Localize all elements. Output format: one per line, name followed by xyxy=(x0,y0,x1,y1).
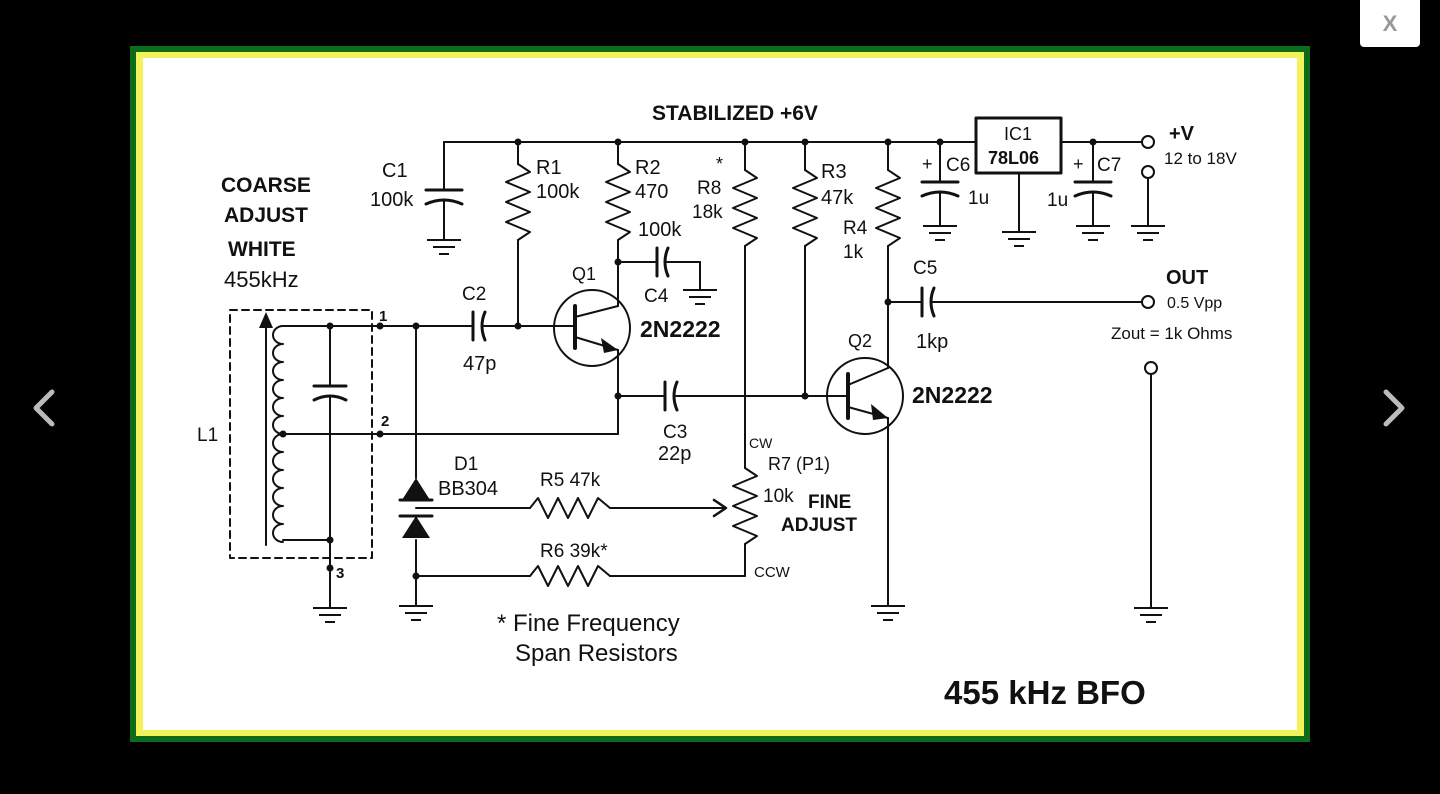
schematic-image: STABILIZED +6V +V 12 to 18V IC1 78L06 CO… xyxy=(130,46,1310,742)
close-button[interactable]: X xyxy=(1360,0,1420,47)
pin-1-label: 1 xyxy=(379,308,387,325)
c5-value: 1kp xyxy=(916,331,948,353)
c3-label: C3 xyxy=(663,422,687,443)
c6-value: 1u xyxy=(968,188,989,209)
c6-plus: + xyxy=(922,154,933,174)
c5-label: C5 xyxy=(913,258,937,279)
r5-label: R5 47k xyxy=(540,470,601,491)
pin-3-label: 3 xyxy=(336,565,344,582)
d1-label: D1 xyxy=(454,454,478,475)
r3-label: R3 xyxy=(821,161,847,183)
q1-part: 2N2222 xyxy=(640,316,721,342)
coarse-label-1: COARSE xyxy=(221,174,311,197)
r2-label: R2 xyxy=(635,157,661,179)
q2-label: Q2 xyxy=(848,331,872,351)
r7-label: R7 (P1) xyxy=(768,454,830,474)
pin-2-label: 2 xyxy=(381,413,389,430)
l1-label: L1 xyxy=(197,425,218,446)
r4-value: 1k xyxy=(843,242,864,263)
vrange-label: 12 to 18V xyxy=(1164,149,1237,168)
c4-value: 100k xyxy=(638,219,682,241)
circuit-schematic: STABILIZED +6V +V 12 to 18V IC1 78L06 CO… xyxy=(130,46,1310,742)
r7-value: 10k xyxy=(763,486,794,507)
schematic-title: 455 kHz BFO xyxy=(944,674,1146,711)
c7-value: 1u xyxy=(1047,190,1068,211)
next-image-button[interactable] xyxy=(1374,380,1414,436)
ic1-part: 78L06 xyxy=(988,148,1039,168)
out-label: OUT xyxy=(1166,267,1208,289)
c1-value: 100k xyxy=(370,189,414,211)
r2-value: 470 xyxy=(635,181,668,203)
prev-image-button[interactable] xyxy=(24,380,64,436)
chevron-left-icon xyxy=(33,389,55,427)
r1-label: R1 xyxy=(536,157,562,179)
r1-value: 100k xyxy=(536,181,580,203)
r6-label: R6 39k* xyxy=(540,541,608,562)
ccw-label: CCW xyxy=(754,564,791,581)
c4-label: C4 xyxy=(644,286,669,307)
footnote-line-2: Span Resistors xyxy=(515,640,678,667)
c3-value: 22p xyxy=(658,443,691,465)
ic1-name: IC1 xyxy=(1004,124,1032,144)
d1-part: BB304 xyxy=(438,478,498,500)
white-label: WHITE xyxy=(228,238,296,261)
freq-label: 455kHz xyxy=(224,267,299,292)
chevron-right-icon xyxy=(1383,389,1405,427)
fine-label-2: ADJUST xyxy=(781,515,857,536)
supply-label: STABILIZED +6V xyxy=(652,102,818,125)
c7-label: C7 xyxy=(1097,155,1121,176)
c2-label: C2 xyxy=(462,284,486,305)
c7-plus: + xyxy=(1073,154,1084,174)
r8-label: R8 xyxy=(697,178,721,199)
vplus-label: +V xyxy=(1169,123,1195,145)
q2-part: 2N2222 xyxy=(912,382,993,408)
q1-label: Q1 xyxy=(572,264,596,284)
zout-label: Zout = 1k Ohms xyxy=(1111,324,1232,343)
c6-label: C6 xyxy=(946,155,970,176)
out-vpp: 0.5 Vpp xyxy=(1167,295,1222,312)
footnote-line-1: * Fine Frequency xyxy=(497,610,680,637)
coarse-label-2: ADJUST xyxy=(224,204,308,227)
r8-value: 18k xyxy=(692,202,723,223)
r3-value: 47k xyxy=(821,187,854,209)
r8-star: * xyxy=(716,154,723,174)
cw-label: CW xyxy=(749,435,773,451)
fine-label-1: FINE xyxy=(808,492,851,513)
c2-value: 47p xyxy=(463,353,496,375)
r4-label: R4 xyxy=(843,218,868,239)
c1-label: C1 xyxy=(382,160,408,182)
